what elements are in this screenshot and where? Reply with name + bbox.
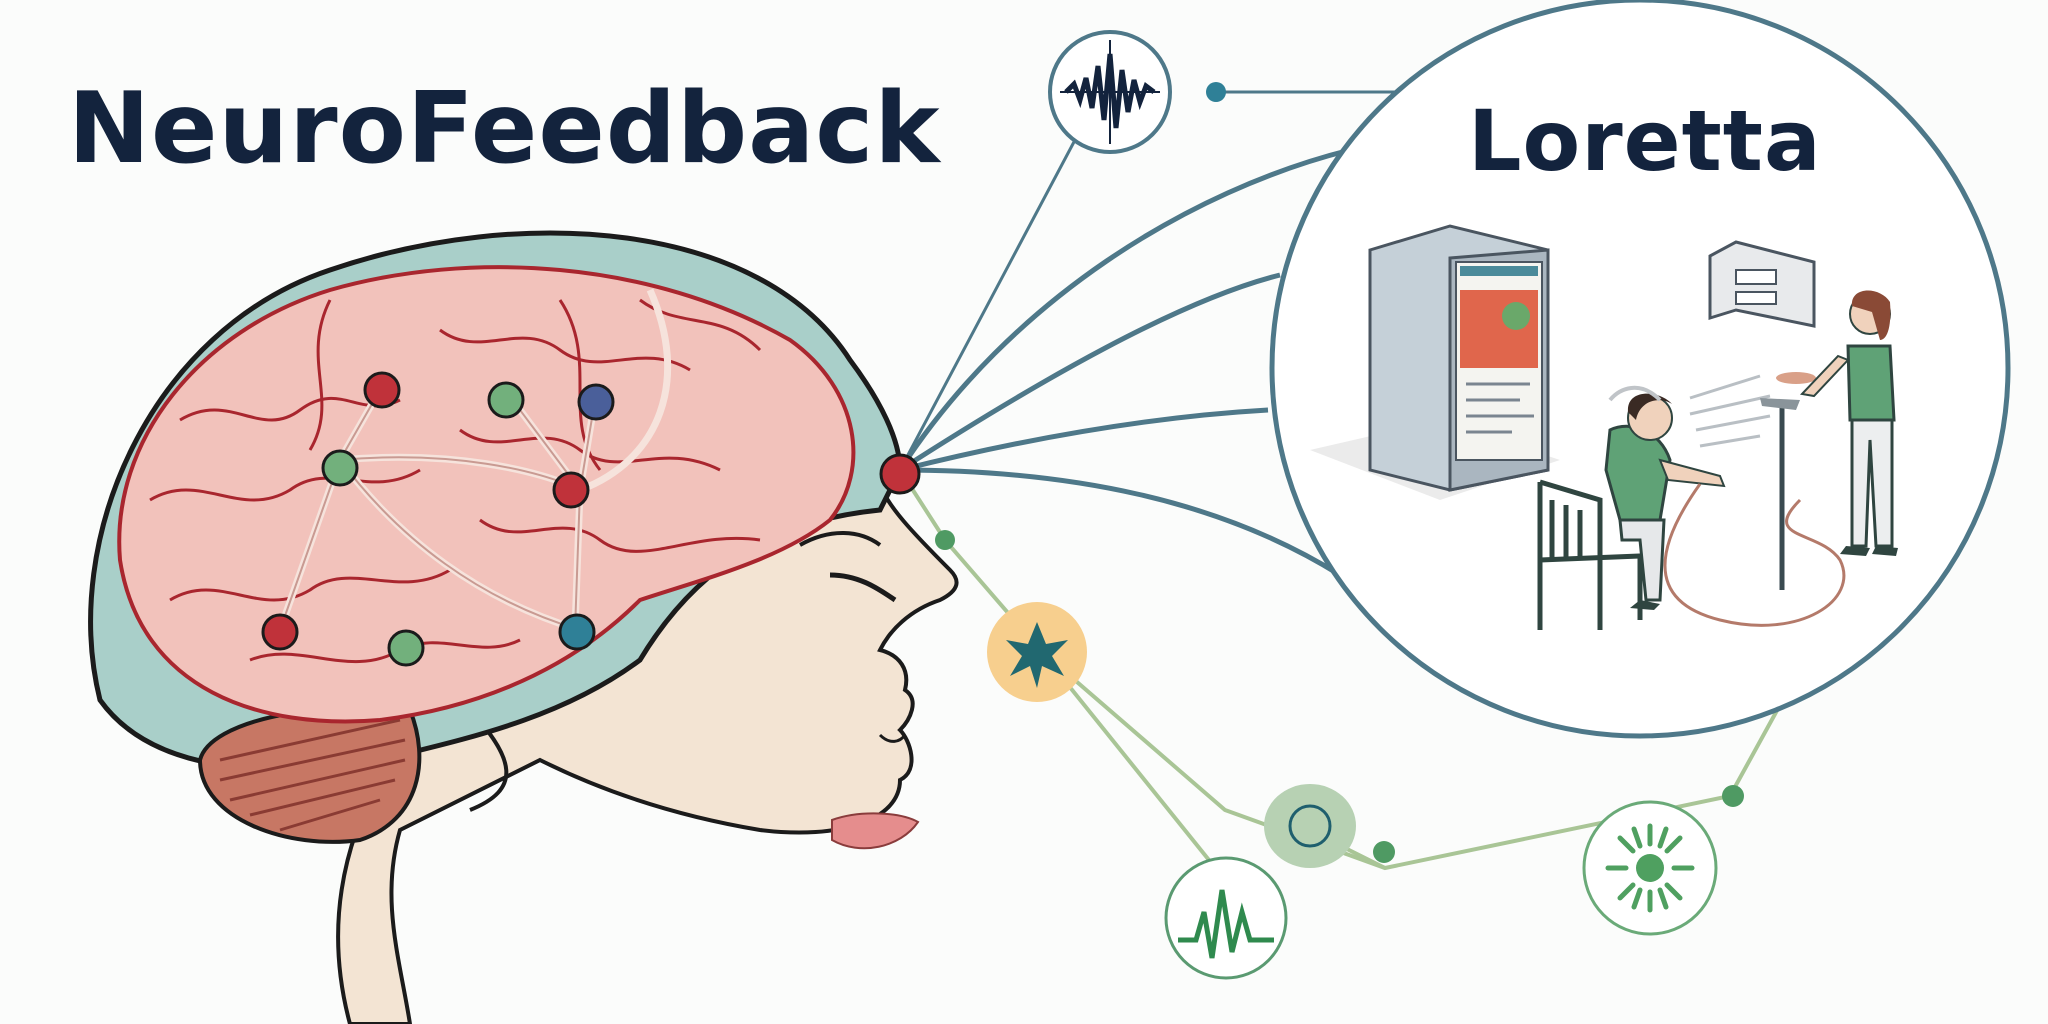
wall-display bbox=[1708, 240, 1816, 328]
pulse-waveform-icon bbox=[1164, 856, 1288, 980]
electrode-node bbox=[487, 381, 525, 419]
nostril bbox=[878, 733, 907, 743]
loretta-circle bbox=[1269, 0, 2011, 739]
motion-lines bbox=[1689, 374, 1771, 448]
connection-dot bbox=[1373, 841, 1395, 863]
connection-dots bbox=[935, 82, 1744, 863]
cable bbox=[1663, 483, 1846, 627]
electrode-node bbox=[363, 371, 401, 409]
seated-person bbox=[1604, 385, 1726, 610]
electrode-node bbox=[577, 383, 615, 421]
hub-electrode-node bbox=[879, 453, 921, 495]
standing-person bbox=[1799, 290, 1898, 556]
feedback-stand bbox=[1760, 372, 1816, 590]
brain bbox=[117, 265, 856, 724]
blue-connection-lines bbox=[897, 90, 1412, 578]
cerebellum bbox=[197, 705, 422, 844]
chair bbox=[1537, 479, 1643, 630]
connection-dot bbox=[1206, 82, 1226, 102]
electrode-node bbox=[261, 613, 299, 651]
electrode-node bbox=[387, 629, 425, 667]
lips bbox=[831, 812, 920, 850]
closed-eye bbox=[829, 572, 897, 603]
computer-cabinet bbox=[1368, 224, 1550, 492]
ring-node-icon bbox=[1264, 784, 1356, 868]
eyebrow bbox=[799, 531, 882, 547]
electrode-node bbox=[321, 449, 359, 487]
electrode-node bbox=[552, 471, 590, 509]
loretta-title: Loretta bbox=[1468, 92, 1822, 190]
loretta-scene bbox=[1269, 0, 2011, 739]
electrode-nodes bbox=[261, 371, 921, 667]
electrode-node bbox=[558, 613, 596, 651]
sunburst-icon bbox=[1582, 800, 1718, 936]
star-badge-icon bbox=[987, 602, 1087, 702]
connection-dot bbox=[935, 530, 955, 550]
neurofeedback-title: NeuroFeedback bbox=[68, 72, 941, 186]
eeg-spike-waveform-icon bbox=[1048, 30, 1172, 154]
connection-dot bbox=[1722, 785, 1744, 807]
